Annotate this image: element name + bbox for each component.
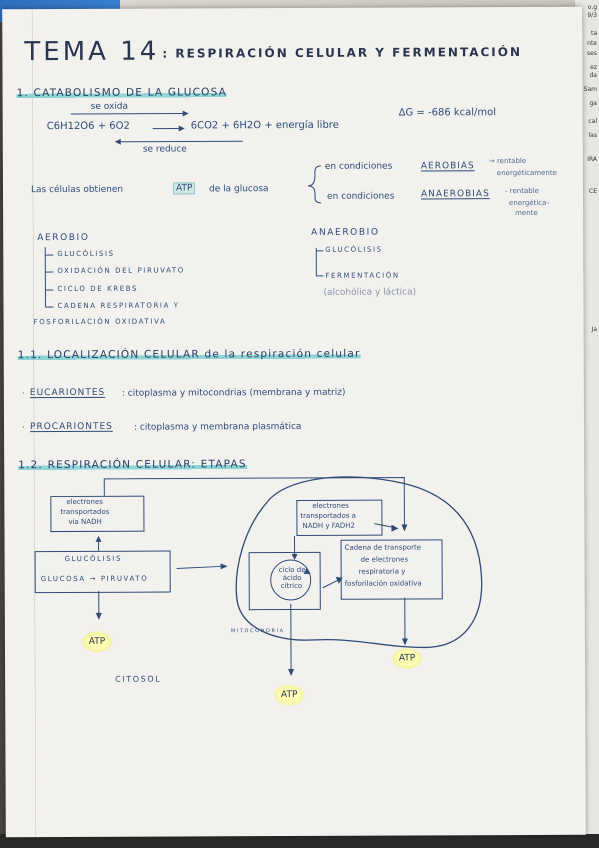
nadh-box-line: transportados [60,507,110,517]
cells-text-post: de la glucosa [208,184,269,195]
bg-text: IRA [587,156,597,163]
fadh-box-line: electrones [312,501,349,510]
bg-text: 9/3 [587,12,597,19]
anaerobic-item: FERMENTACIÓN [325,271,400,280]
mitochondria-label: MITOCONDRIA [230,628,285,635]
nadh-box-line: vía NADH [68,517,102,526]
aerobic-item: CADENA RESPIRATORIA Y [57,301,180,311]
anaerobic-note-2: mente [515,208,538,218]
drawing-layer [31,9,483,838]
section-1-heading: 1. CATABOLISMO DE LA GLUCOSA [16,86,228,100]
brace-top [307,165,321,187]
krebs-line: ácido [282,573,302,583]
glycolysis-title: GLUCÓLISIS [64,554,123,564]
nadh-top-connector [103,477,405,528]
cytosol-label: CITOSOL [115,674,162,684]
aerobic-title: AEROBIO [37,232,90,244]
krebs-line: ciclo del [278,565,308,575]
section-11-heading: 1.1. LOCALIZACIÓN CELULAR de la respirac… [17,347,361,362]
krebs-line: cítrico [280,581,303,591]
anaerobic-condition-pre: en condiciones [326,191,395,202]
bg-text: CE [589,188,597,195]
bg-text: ga [589,100,598,107]
prokaryotes-label: PROCARIONTES [29,421,113,433]
aerobic-condition-word: AEROBIAS [420,161,475,172]
anaerobic-title: ANAEROBIO [311,227,380,238]
chain-line: fosforilación oxidativa [344,579,422,588]
atp-glycolysis: ATP [80,630,114,653]
cells-text-pre: Las células obtienen [30,184,124,196]
aerobic-condition-post: → rentable [488,156,527,166]
bg-text: o.g [587,4,597,11]
anaerobic-condition-word: ANAEROBIAS [420,189,490,200]
atp-krebs: ATP [273,683,306,707]
anaerobic-condition-post: - rentable [504,186,539,196]
aerobic-item: FOSFORILACIÓN OXIDATIVA [33,317,167,327]
glycolysis-to-mito-arrow [176,565,223,570]
bg-text: Ja [591,326,597,333]
krebs-to-chain-arrow [322,579,339,589]
bullet: · [22,423,25,434]
page-title: TEMA 14 [24,36,160,68]
bg-text: nte [587,40,597,47]
equation-products: 6CO2 + 6H2O + energía libre [190,119,339,132]
connector-arrowhead [401,524,408,532]
reduce-arrow-line [120,140,243,143]
glycolysis-atp-arrowhead [95,612,102,620]
anaerobic-note: (alcohólica y láctica) [323,287,417,298]
aerobic-note: energéticamente [496,168,557,178]
bg-text: ses [587,50,597,57]
glycolysis-to-mito-arrowhead [220,563,228,570]
prokaryotes-text: : citoplasma y membrana plasmática [134,421,302,433]
page-subtitle: : RESPIRACIÓN CELULAR Y FERMENTACIÓN [162,45,523,61]
mitochondria-outline [235,476,483,649]
equation-reactants: C6H12O6 + 6O2 [46,120,130,133]
section-12-heading: 1.2. RESPIRACIÓN CELULAR: ETAPAS [18,458,247,472]
brace-bottom [307,185,322,204]
oxidizes-label: se oxida [90,101,129,112]
delta-g: ΔG = -686 kcal/mol [398,107,497,119]
bg-text: las [588,132,597,139]
eukaryotes-text: : citoplasma y mitocondrias (membrana y … [121,387,346,399]
aerobic-item: OXIDACIÓN DEL PIRUVATO [57,266,185,276]
background-bottom [0,834,599,848]
fadh-arrow [374,523,395,529]
notebook-sheet: TEMA 14 : RESPIRACIÓN CELULAR Y FERMENTA… [2,6,586,838]
eukaryotes-label: EUCARIONTES [29,387,106,399]
reduce-arrowhead [114,138,121,145]
nadh-box-line: electrones [66,497,103,506]
aerobic-item: CICLO DE KREBS [57,284,139,294]
glycolysis-text: GLUCOSA → PIRUVATO [40,574,149,584]
oxidize-arrowhead [182,110,189,117]
bg-text: da [589,72,598,79]
bg-text: Sam [583,86,597,93]
anaerobic-item: GLUCÓLISIS [325,245,383,254]
bg-text: ta [590,30,597,37]
aerobic-tree-branches [45,254,54,308]
glycolysis-up-arrowhead [95,535,102,542]
bg-text: ez [590,64,597,71]
aerobic-condition-pre: en condiciones [324,161,393,172]
anaerobic-tree [315,247,324,277]
bullet: · [21,389,25,400]
margin-line [31,9,37,838]
bg-text: cal [588,118,597,125]
fadh-box-line: transportados a [300,511,356,520]
cells-text-atp: ATP [172,182,196,195]
chain-line: Cadena de transporte [344,543,422,552]
chain-line: de electrones [360,555,409,564]
atp-chain: ATP [390,647,424,670]
reaction-arrowhead [178,125,185,132]
krebs-cycle-circle [270,559,312,601]
aerobic-item: GLUCÓLISIS [57,249,115,259]
chain-line: respiratoria y [358,567,406,576]
reduces-label: se reduce [142,144,187,155]
fadh-box-line: NADH y FADH2 [302,521,356,530]
anaerobic-note-1: energética- [509,198,549,208]
